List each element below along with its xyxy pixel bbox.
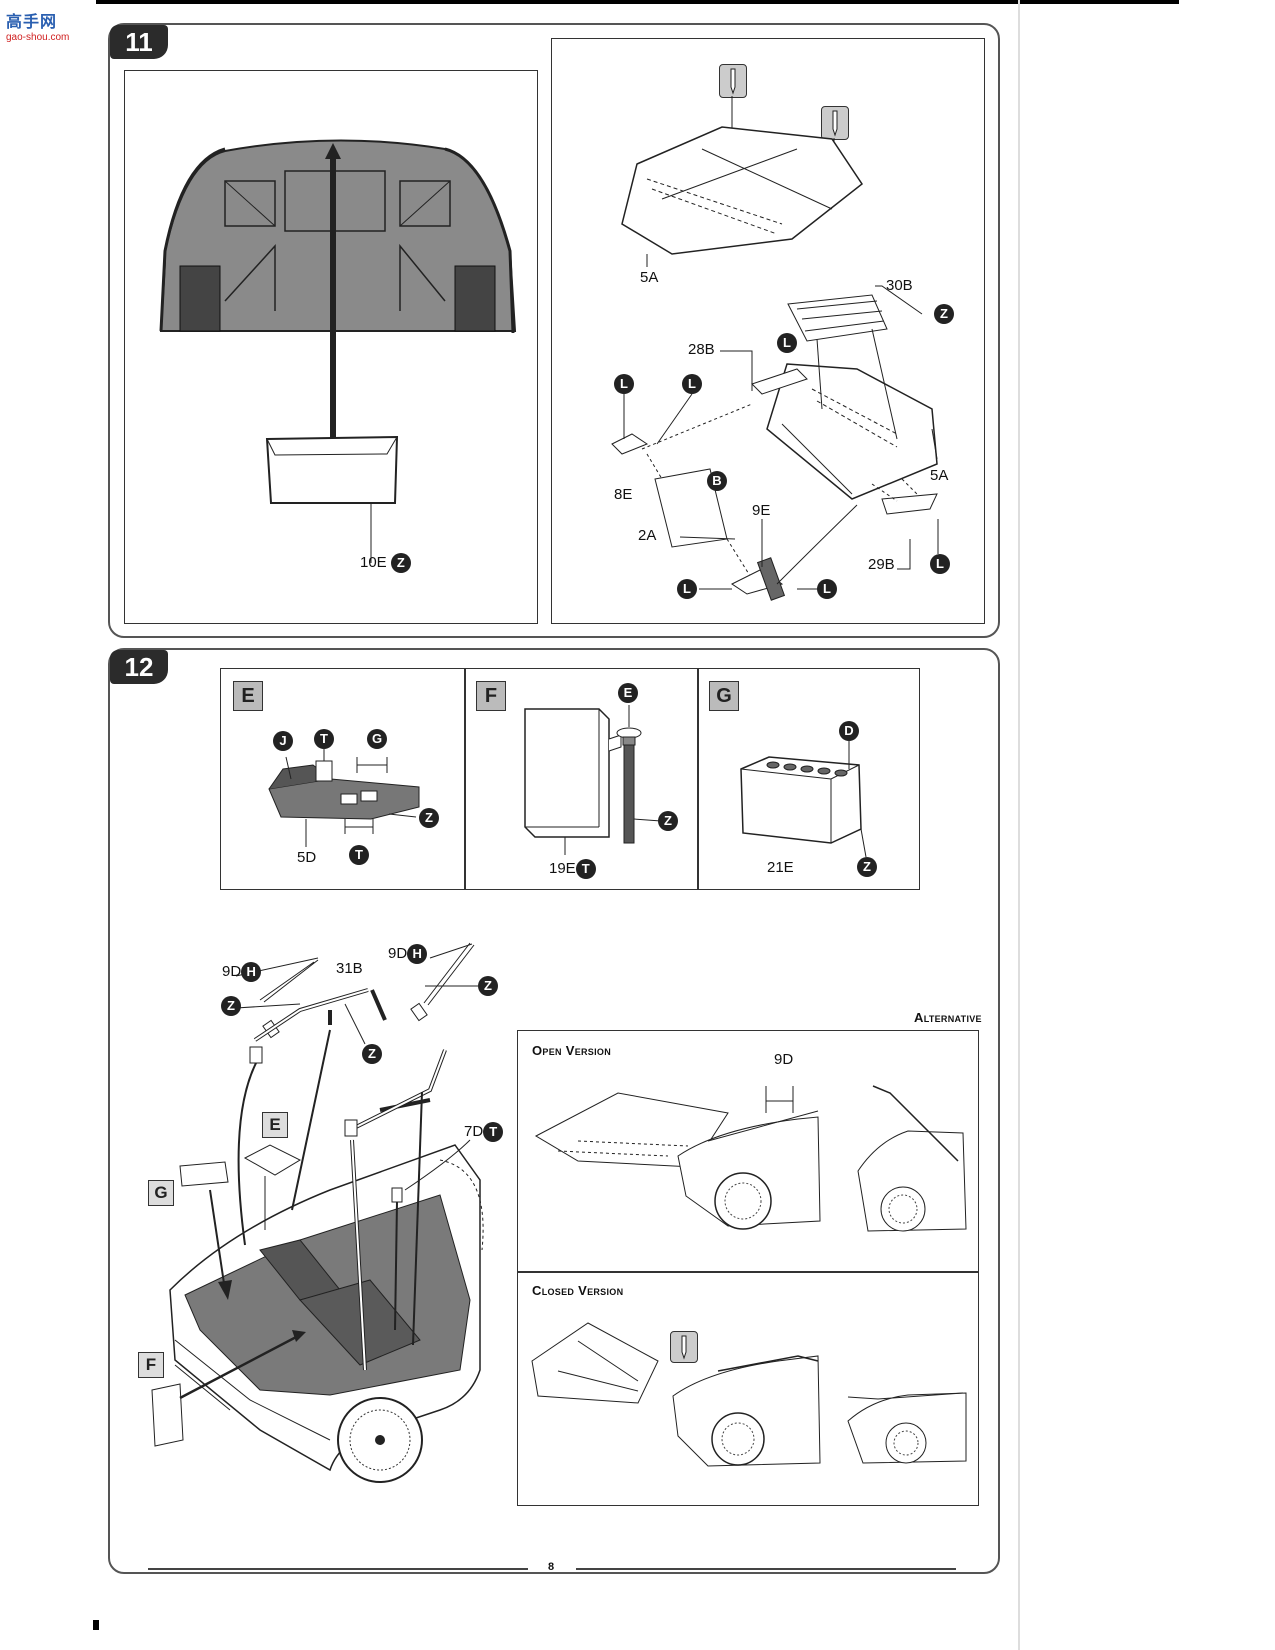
- paint-Z-badge: Z: [221, 996, 241, 1016]
- part-19E-code: 19E: [549, 860, 576, 877]
- step-11-left-diagram: 10E Z: [124, 70, 538, 624]
- watermark-text: 高手网: [6, 12, 58, 31]
- top-border-bar: [96, 0, 1179, 4]
- engine-cover-exploded-illustration: [611, 96, 939, 601]
- paint-Z-badge: Z: [362, 1044, 382, 1064]
- part-21E-label: 21E: [767, 859, 794, 876]
- scan-corner-mark: [93, 1620, 99, 1630]
- paint-H-badge: H: [241, 962, 262, 982]
- paint-E-badge: E: [618, 683, 638, 703]
- part-8E-label: 8E: [614, 486, 633, 503]
- divider: [464, 669, 466, 889]
- closed-version-label: Closed Version: [532, 1283, 624, 1298]
- paint-L-badge: L: [930, 554, 950, 574]
- part-2A-label: 2A: [638, 527, 657, 544]
- paint-T-badge: T: [349, 845, 369, 865]
- step-12-number: 12: [110, 650, 168, 684]
- watermark-url: gao-shou.com: [6, 32, 70, 43]
- paint-L-badge: L: [682, 374, 702, 394]
- paint-L-badge: L: [677, 579, 697, 599]
- paint-Z-badge: Z: [658, 811, 678, 831]
- part-9E-label: 9E: [752, 502, 771, 519]
- divider: [697, 669, 699, 889]
- ref-E-tag: E: [262, 1112, 288, 1138]
- part-5A-top-label: 5A: [640, 269, 659, 286]
- alternative-heading: Alternative: [914, 1010, 982, 1025]
- scan-edge-line: [1018, 0, 1020, 1650]
- sub-assembly-G-tag: G: [709, 681, 739, 711]
- ref-G-tag: G: [148, 1180, 174, 1206]
- part-10E-label: 10E Z: [360, 553, 411, 573]
- footer: [108, 1566, 996, 1576]
- knife-cut-icon: [670, 1331, 698, 1363]
- knife-cut-icon: [821, 106, 849, 140]
- part-5A-bottom-label: 5A: [930, 467, 949, 484]
- step-11-number: 11: [110, 25, 168, 59]
- sub-assembly-F-tag: F: [476, 681, 506, 711]
- paint-L-badge: L: [817, 579, 837, 599]
- sub-assembly-E-tag: E: [233, 681, 263, 711]
- knife-cut-icon: [719, 64, 747, 98]
- page-number: 8: [547, 1561, 555, 1573]
- battery-illustration: [740, 741, 867, 858]
- engine-block-illustration: [268, 749, 420, 847]
- divider: [518, 1271, 978, 1273]
- paint-T-badge: T: [575, 859, 596, 879]
- paint-J-badge: J: [273, 731, 293, 751]
- footer-rule-left: [148, 1568, 528, 1570]
- underbody-illustration: [159, 139, 517, 563]
- alternative-box: Open Version 9D Closed Version: [517, 1030, 979, 1506]
- step-11-right-diagram: 5A 30B Z 28B L L L 8E B 2A 9E 5A 29B L L…: [551, 38, 985, 624]
- part-7D-code: 7D: [464, 1123, 484, 1140]
- paint-L-badge: L: [614, 374, 634, 394]
- paint-G-badge: G: [367, 729, 387, 749]
- paint-D-badge: D: [839, 721, 859, 741]
- part-28B-label: 28B: [688, 341, 715, 358]
- alternative-versions-illustration: [531, 1085, 967, 1467]
- footer-rule-right: [576, 1568, 956, 1570]
- part-9D-code: 9D: [222, 963, 242, 980]
- paint-Z-badge: Z: [419, 808, 439, 828]
- open-version-label: Open Version: [532, 1043, 612, 1058]
- reservoir-illustration: [524, 705, 662, 855]
- part-10E-code: 10E: [360, 554, 387, 571]
- ref-F-tag: F: [138, 1352, 164, 1378]
- part-5D-label: 5D: [297, 849, 317, 866]
- paint-Z-badge: Z: [934, 304, 954, 324]
- paint-Z-badge: Z: [390, 553, 411, 573]
- part-29B-label: 29B: [868, 556, 895, 573]
- part-31B-label: 31B: [336, 960, 363, 977]
- part-30B-label: 30B: [886, 277, 913, 294]
- paint-T-badge: T: [314, 729, 334, 749]
- paint-B-badge: B: [707, 471, 727, 491]
- paint-Z-badge: Z: [857, 857, 877, 877]
- paint-H-badge: H: [407, 944, 428, 964]
- watermark-logo: 高手网 gao-shou.com: [6, 8, 76, 48]
- paint-Z-badge: Z: [478, 976, 498, 996]
- part-9D-code: 9D: [388, 945, 408, 962]
- paint-L-badge: L: [777, 333, 797, 353]
- part-9D-open-label: 9D: [774, 1051, 794, 1068]
- paint-T-badge: T: [483, 1122, 504, 1142]
